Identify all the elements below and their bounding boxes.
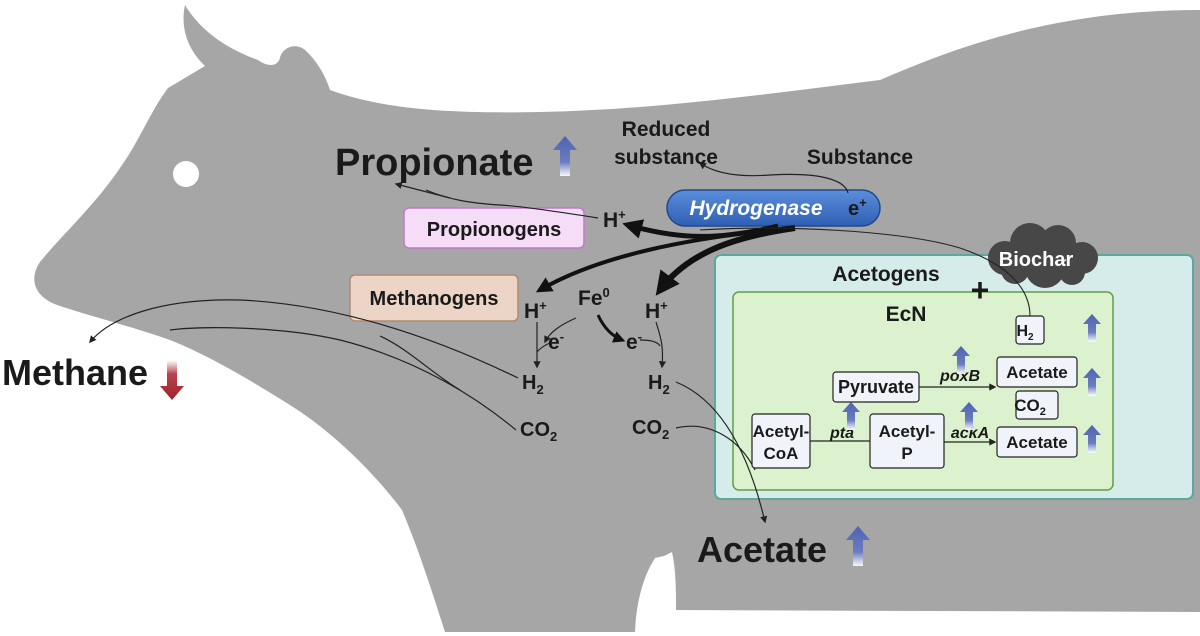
poxb-label: poxB [939,368,980,385]
propionate-arrow-head-line [394,181,451,199]
acetyl-p-label-1: Acetyl- [879,422,936,441]
reduced-substance-label-2: substance [614,146,718,169]
acetyl-p-label-2: P [901,444,912,463]
h2-to-methane-line [89,299,519,379]
hydrogenase-label: Hydrogenase [689,197,822,220]
up-arrow-icon [960,402,978,430]
propionogens-box [403,207,585,249]
co2-to-methane-branch [379,335,461,391]
pyruvate-label: Pyruvate [838,377,914,397]
acetyl-coa-label-1: Acetyl- [753,422,810,441]
up-arrow-icon [842,402,860,430]
propionate-label: Propionate [335,142,533,184]
h2-right: H2 [648,372,670,397]
e-minus-left: e- [548,329,564,354]
up-arrow-icon [1083,425,1101,453]
h-plus-top: H+ [603,207,626,232]
up-arrow-icon [553,136,577,176]
substance-label: Substance [807,146,913,169]
acka-label: ackA [951,425,989,442]
ecn-label: EcN [886,303,927,326]
methanogens-box [349,274,519,322]
h2-ecn-box [1015,315,1045,345]
up-arrow-icon [846,526,870,566]
acetogens-label: Acetogens [832,263,939,286]
biochar-cloud-icon [988,223,1098,288]
up-arrow-icon [1083,368,1101,396]
biochar-label: Biochar [999,249,1074,271]
hydrogenase-to-h-plus-left-arrow [535,226,791,293]
hydrogenase-to-h-plus-right-arrow [655,225,796,296]
e-left-join [536,341,553,353]
acetate-top-box [996,356,1078,388]
acetyl-coa-label-2: CoA [764,444,799,463]
h-plus-left: H+ [524,298,547,323]
e-minus-right: e- [626,329,642,354]
h2-left: H2 [522,372,544,397]
co2-to-methane-line [169,327,517,431]
acetate-bottom-box [996,426,1078,458]
h2-to-acetate-line [675,381,768,524]
fe0-label: Fe0 [578,285,610,310]
down-arrow-icon [160,360,184,400]
methane-label: Methane [2,352,148,393]
co2-to-acetate-line [675,425,756,471]
fe-to-e-right-arrow [596,314,626,343]
e-plus-hydrogenase: e+ [848,195,867,220]
e-right-join [639,339,661,347]
substance-to-reduced-arrow [698,162,849,194]
acetate-top-label: Acetate [1006,363,1067,382]
propionogens-label: Propionogens [427,219,561,241]
co2-right: CO2 [632,417,669,442]
up-arrow-icon [1083,314,1101,342]
h2-ecn-label: H2 [1016,323,1034,343]
cow-leg-gap [664,552,676,612]
co2-ecn-label: CO2 [1014,396,1046,418]
cow-eye [173,161,199,187]
acetate-label: Acetate [697,529,827,570]
fe-to-e-left-arrow [544,317,577,344]
h2-ecn-to-h-plus-arrow [699,227,1031,317]
acetate-bottom-label: Acetate [1006,433,1067,452]
co2-left: CO2 [520,419,557,444]
up-arrow-icon [952,346,970,374]
h-plus-right: H+ [645,298,668,323]
methanogens-label: Methanogens [370,288,499,310]
co2-ecn-box [1015,390,1059,420]
plus-sign: + [971,272,990,308]
h-plus-to-h2-right-arrow [655,321,667,369]
reduced-substance-label-1: Reduced [622,118,711,141]
